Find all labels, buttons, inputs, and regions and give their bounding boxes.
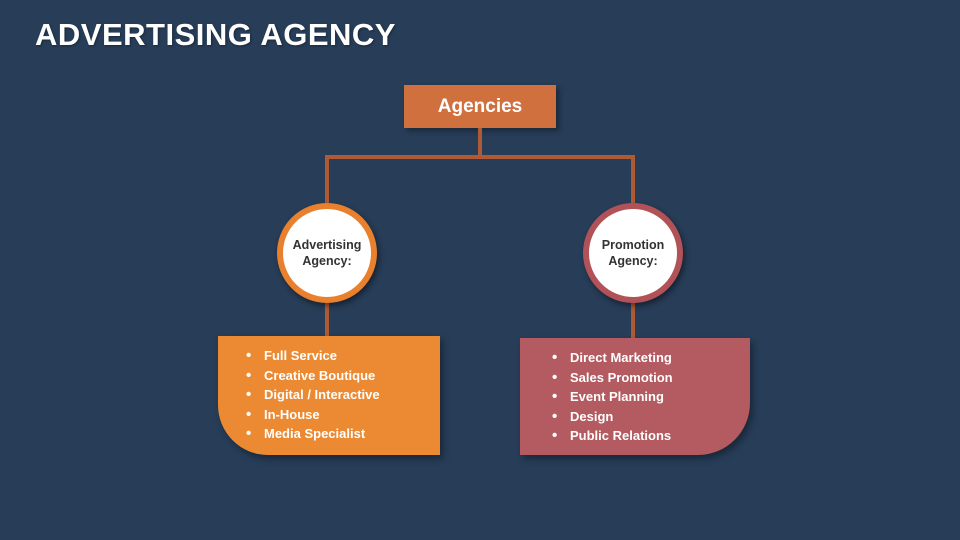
list-item: • Sales Promotion xyxy=(552,368,740,388)
bullet-panel-advertising-agency: • Full Service • Creative Boutique • Dig… xyxy=(218,336,440,455)
list-item-label: In-House xyxy=(264,406,320,422)
list-item: • Creative Boutique xyxy=(246,366,430,386)
list-item-label: Creative Boutique xyxy=(264,367,376,383)
list-item: • Direct Marketing xyxy=(552,348,740,368)
list-item-label: Digital / Interactive xyxy=(264,387,380,402)
list-item-label: Public Relations xyxy=(570,428,672,443)
list-item: • Media Specialist xyxy=(246,424,430,444)
bullet-list: • Direct Marketing • Sales Promotion • E… xyxy=(552,348,740,446)
connector-right-drop xyxy=(631,155,635,203)
bullet-panel-promotion-agency: • Direct Marketing • Sales Promotion • E… xyxy=(520,338,750,455)
bullet-dot-icon: • xyxy=(246,425,252,442)
bullet-dot-icon: • xyxy=(552,407,558,425)
list-item-label: Full Service xyxy=(264,348,337,363)
connector-horizontal-bar xyxy=(325,155,635,159)
connector-left-stem xyxy=(325,300,329,340)
bullet-dot-icon: • xyxy=(246,347,252,364)
list-item: • Public Relations xyxy=(552,426,740,446)
bullet-dot-icon: • xyxy=(246,405,252,423)
list-item: • Digital / Interactive xyxy=(246,385,430,405)
list-item: • Full Service xyxy=(246,346,430,366)
circle-node-promotion-agency[interactable]: Promotion Agency: xyxy=(583,203,683,303)
connector-left-drop xyxy=(325,155,329,203)
bullet-dot-icon: • xyxy=(552,349,558,366)
page-title: ADVERTISING AGENCY xyxy=(35,17,396,52)
root-node-agencies[interactable]: Agencies xyxy=(404,85,556,128)
connector-trunk xyxy=(478,128,482,158)
root-node-label: Agencies xyxy=(437,96,523,117)
bullet-dot-icon: • xyxy=(552,427,558,444)
circle-node-label: Advertising Agency: xyxy=(292,237,362,268)
bullet-list: • Full Service • Creative Boutique • Dig… xyxy=(246,346,430,444)
bullet-dot-icon: • xyxy=(246,366,252,384)
bullet-dot-icon: • xyxy=(552,368,558,386)
list-item-label: Event Planning xyxy=(570,389,664,404)
bullet-dot-icon: • xyxy=(246,386,252,403)
circle-node-advertising-agency[interactable]: Advertising Agency: xyxy=(277,203,377,303)
connector-right-stem xyxy=(631,300,635,340)
list-item: • In-House xyxy=(246,405,430,425)
list-item-label: Direct Marketing xyxy=(570,350,672,365)
list-item: • Design xyxy=(552,407,740,427)
bullet-dot-icon: • xyxy=(552,388,558,405)
list-item-label: Design xyxy=(570,408,614,424)
list-item-label: Media Specialist xyxy=(264,426,366,441)
list-item-label: Sales Promotion xyxy=(570,369,673,385)
list-item: • Event Planning xyxy=(552,387,740,407)
circle-node-label: Promotion Agency: xyxy=(601,237,665,268)
